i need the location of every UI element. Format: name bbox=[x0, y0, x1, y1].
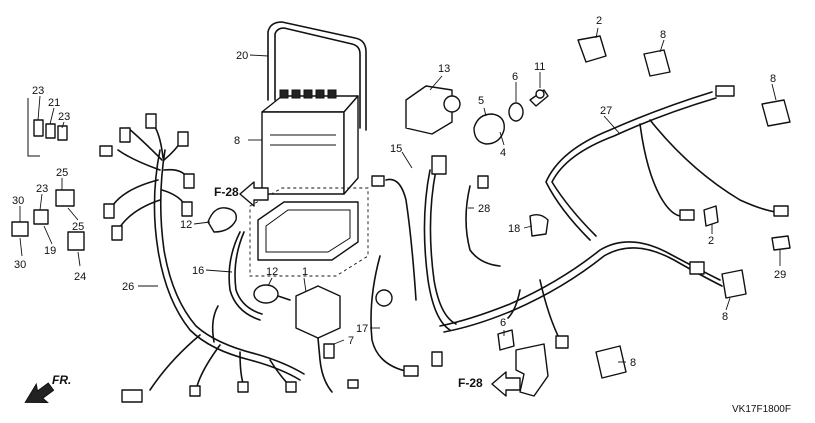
battery-tray bbox=[249, 187, 369, 277]
callout-labels: 20 8 12 16 12 1 26 7 17 15 28 18 13 5 6 … bbox=[12, 15, 786, 369]
callout-28: 29 bbox=[774, 269, 786, 281]
callout-20: 20 bbox=[236, 50, 248, 62]
f28-label-upper: F-28 bbox=[214, 185, 239, 199]
callout-19: 19 bbox=[44, 245, 56, 257]
callout-27: 28 bbox=[478, 203, 490, 215]
callout-23-b: 23 bbox=[58, 111, 70, 123]
callout-7: 6 bbox=[500, 317, 506, 329]
sub-harness bbox=[371, 155, 501, 331]
callout-6: 6 bbox=[512, 71, 518, 83]
callout-9: 7 bbox=[348, 335, 354, 347]
callout-11: 11 bbox=[534, 61, 545, 73]
negative-cable bbox=[370, 255, 419, 377]
fuse-relay-group bbox=[11, 98, 85, 251]
callout-8-c: 8 bbox=[770, 73, 776, 85]
switch-components bbox=[405, 35, 791, 397]
callout-10: 8 bbox=[234, 135, 240, 147]
callout-4: 4 bbox=[500, 147, 506, 159]
callout-15: 15 bbox=[390, 143, 402, 155]
starter-relay bbox=[295, 285, 359, 393]
callout-18: 18 bbox=[508, 223, 520, 235]
battery bbox=[261, 89, 359, 195]
callout-16: 16 bbox=[192, 265, 204, 277]
callout-30-b: 30 bbox=[14, 259, 26, 271]
callout-24: 24 bbox=[74, 271, 86, 283]
callout-8-e: 8 bbox=[630, 357, 636, 369]
rear-wire-harness bbox=[439, 85, 789, 349]
battery-cables bbox=[207, 207, 291, 321]
callout-2: 2 bbox=[708, 235, 714, 247]
callout-12: 13 bbox=[438, 63, 450, 75]
callout-29-a: 25 bbox=[56, 167, 68, 179]
callout-1: 1 bbox=[302, 266, 308, 278]
battery-strap bbox=[267, 21, 367, 131]
f28-reference-upper: F-28 bbox=[214, 181, 269, 207]
front-label: FR. bbox=[52, 373, 71, 387]
f28-reference-lower: F-28 bbox=[458, 371, 521, 397]
callout-5: 5 bbox=[478, 95, 484, 107]
callout-8-d: 8 bbox=[722, 311, 728, 323]
main-wire-harness bbox=[99, 113, 305, 403]
leader-lines bbox=[19, 27, 781, 363]
callout-13-a: 12 bbox=[180, 219, 192, 231]
callout-23-a: 23 bbox=[32, 85, 44, 97]
f28-label-lower: F-28 bbox=[458, 376, 483, 390]
callout-8-b: 8 bbox=[660, 29, 666, 41]
callout-25: 26 bbox=[122, 281, 134, 293]
callout-29-b: 25 bbox=[72, 221, 84, 233]
callout-17: 17 bbox=[356, 323, 368, 335]
callout-8-a: 2 bbox=[596, 15, 602, 27]
callout-13-b: 12 bbox=[266, 266, 278, 278]
callout-26: 27 bbox=[600, 105, 612, 117]
callout-21: 21 bbox=[48, 97, 60, 109]
drawing-code: VK17F1800F bbox=[732, 404, 791, 415]
callout-30-a: 30 bbox=[12, 195, 24, 207]
callout-23-c: 23 bbox=[36, 183, 48, 195]
front-direction-arrow: FR. bbox=[24, 373, 71, 403]
